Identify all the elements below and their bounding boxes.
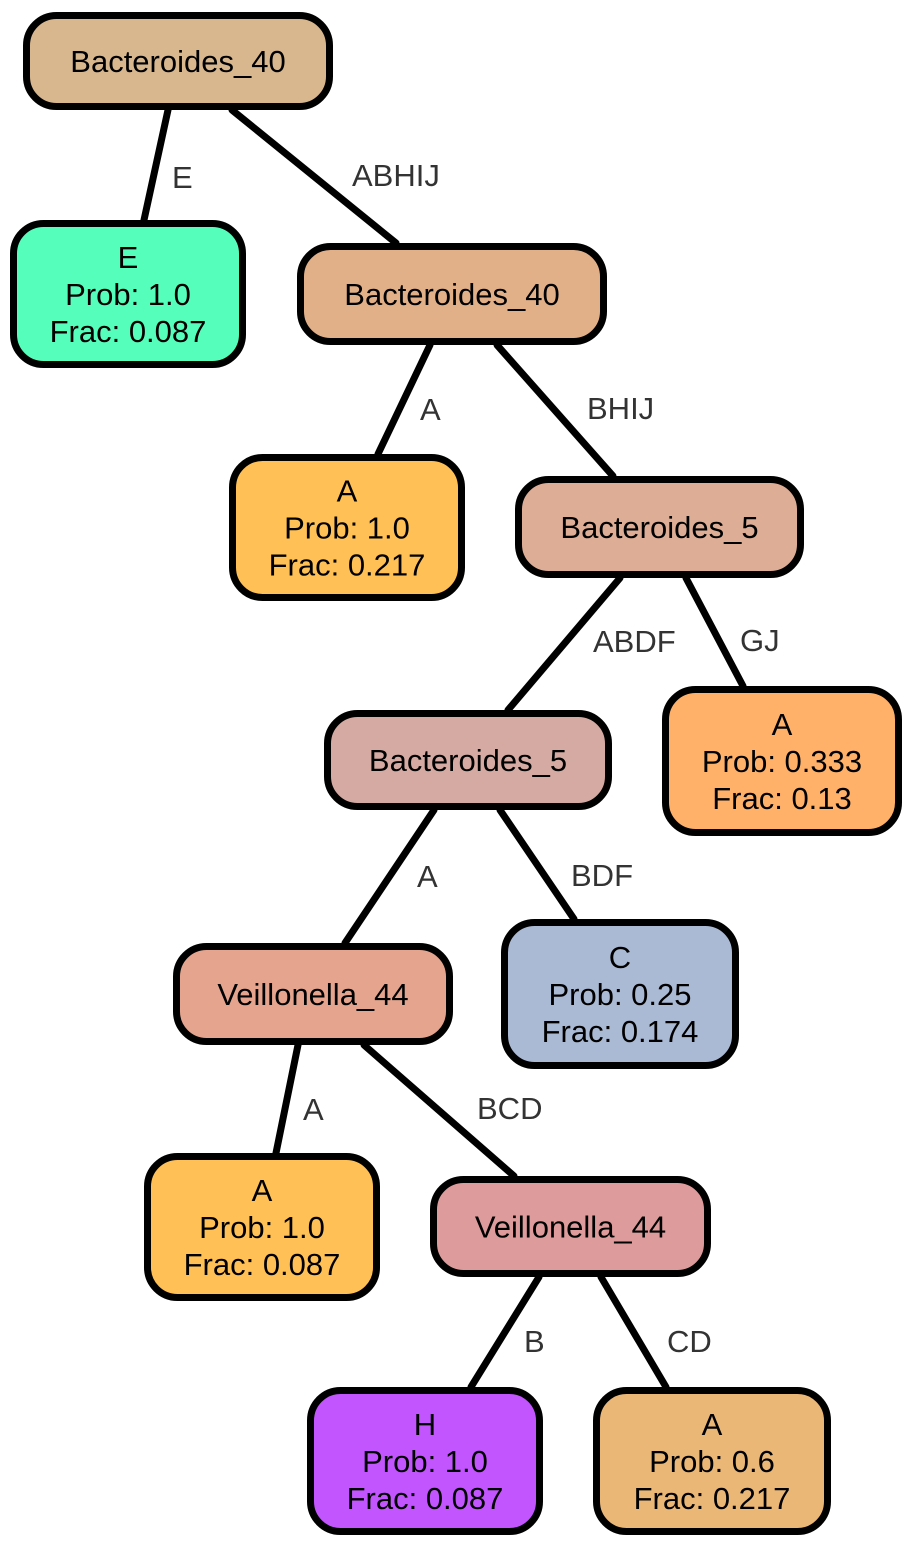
node-stat: Prob: 0.25 (548, 977, 691, 1012)
edge-n2-n3 (374, 341, 434, 458)
node-title: A (337, 474, 358, 509)
edge-n4-n6 (682, 574, 747, 690)
node-title: Bacteroides_40 (70, 44, 285, 79)
edge-label: A (303, 1092, 324, 1127)
node-box (144, 1153, 380, 1301)
edge-label: GJ (740, 623, 780, 658)
node-stat: Prob: 1.0 (362, 1444, 488, 1479)
node-box (10, 220, 246, 368)
node-stat: Prob: 1.0 (284, 511, 410, 546)
node-box (662, 686, 902, 836)
node-stat: Prob: 0.6 (649, 1444, 775, 1479)
node-title: A (252, 1173, 273, 1208)
node-box (23, 12, 333, 110)
edge-n4-n5 (504, 574, 624, 714)
node-stat: Prob: 0.333 (702, 744, 862, 779)
edge-label: B (524, 1324, 545, 1359)
edge-n5-n7 (341, 806, 438, 947)
node-stat: Frac: 0.13 (712, 781, 852, 816)
edge-n7-n10 (360, 1041, 518, 1180)
tree-node: Bacteroides_5 (324, 710, 612, 810)
node-box (173, 943, 453, 1045)
edge-n0-n1 (140, 106, 172, 224)
edge-n10-n12 (597, 1273, 670, 1391)
tree-node: Bacteroides_5 (515, 476, 804, 578)
edge-label: BHIJ (587, 391, 654, 426)
node-box (324, 710, 612, 810)
node-box (515, 476, 804, 578)
node-box (430, 1176, 711, 1277)
edge-label: ABHIJ (352, 158, 440, 193)
node-box (501, 919, 739, 1069)
node-title: Bacteroides_40 (344, 277, 559, 312)
tree-node: Bacteroides_40 (297, 243, 607, 345)
edge-label: E (172, 160, 193, 195)
node-stat: Prob: 1.0 (65, 277, 191, 312)
node-title: C (609, 940, 631, 975)
edge-n2-n4 (493, 341, 617, 480)
node-stat: Frac: 0.087 (184, 1247, 341, 1282)
edge-label: A (417, 859, 438, 894)
tree-node: Veillonella_44 (430, 1176, 711, 1277)
edge-n7-n9 (272, 1041, 302, 1157)
node-title: E (118, 240, 139, 275)
edge-label: CD (667, 1324, 712, 1359)
tree-node: Bacteroides_40 (23, 12, 333, 110)
node-title: Bacteroides_5 (560, 510, 758, 545)
node-title: A (772, 707, 793, 742)
node-stat: Frac: 0.087 (50, 314, 207, 349)
tree-node: Veillonella_44 (173, 943, 453, 1045)
node-stat: Frac: 0.217 (269, 548, 426, 583)
edge-label: ABDF (593, 624, 676, 659)
node-title: Bacteroides_5 (369, 743, 567, 778)
edge-n5-n8 (496, 806, 578, 923)
node-box (297, 243, 607, 345)
node-box (307, 1387, 543, 1535)
node-stat: Frac: 0.174 (542, 1014, 699, 1049)
edge-label: BCD (477, 1091, 542, 1126)
edge-n10-n11 (467, 1273, 543, 1391)
edge-n0-n2 (228, 106, 400, 247)
node-title: A (702, 1407, 723, 1442)
node-stat: Frac: 0.217 (634, 1481, 791, 1516)
node-box (593, 1387, 831, 1535)
node-stat: Frac: 0.087 (347, 1481, 504, 1516)
node-title: H (414, 1407, 436, 1442)
node-title: Veillonella_44 (217, 977, 408, 1012)
edge-label: BDF (571, 858, 633, 893)
node-title: Veillonella_44 (475, 1210, 666, 1245)
node-box (229, 454, 465, 601)
edge-label: A (420, 392, 441, 427)
node-stat: Prob: 1.0 (199, 1210, 325, 1245)
